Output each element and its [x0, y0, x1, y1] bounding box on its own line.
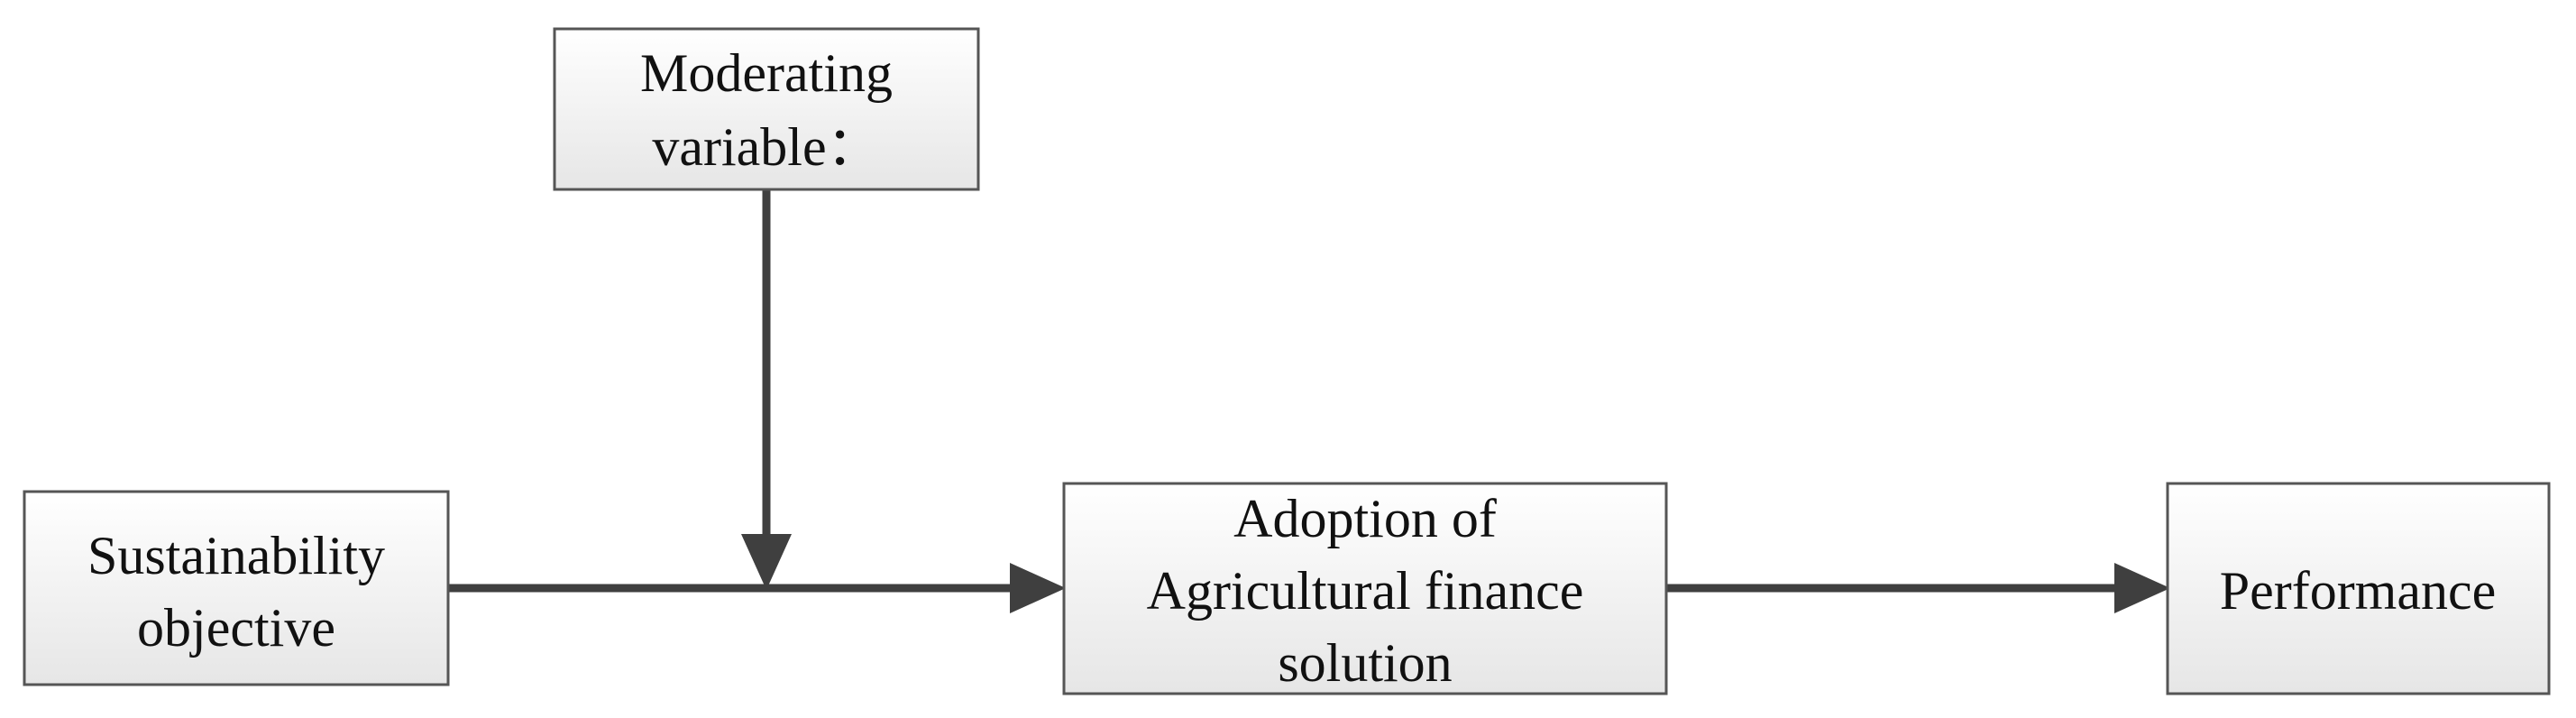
- node-box: [1062, 482, 1668, 695]
- edge-adoption-to-performance: [1666, 563, 2170, 613]
- node-label-line: Performance: [2220, 561, 2497, 621]
- node-moderating-variable: Moderating variable：: [553, 27, 980, 191]
- node-label-line: variable：: [652, 117, 880, 177]
- node-label-line: solution: [1278, 633, 1452, 693]
- arrowhead-right-icon: [1010, 563, 1066, 613]
- edge-moderator-to-path: [741, 189, 792, 590]
- arrowhead-right-icon: [2114, 563, 2170, 613]
- edge-sustainability-to-adoption: [448, 563, 1066, 613]
- node-performance: Performance: [2166, 482, 2551, 695]
- node-box: [553, 27, 980, 191]
- node-label-line: Moderating: [640, 43, 893, 103]
- node-box: [2166, 482, 2551, 695]
- node-adoption-of-agricultural-finance-solution: Adoption of Agricultural finance solutio…: [1062, 482, 1668, 695]
- node-box: [23, 490, 450, 686]
- node-label-line: Sustainability: [87, 526, 385, 585]
- node-sustainability-objective: Sustainability objective: [23, 490, 450, 686]
- node-label-line: objective: [137, 598, 335, 658]
- node-label-line: Adoption of: [1233, 489, 1497, 548]
- arrowhead-down-icon: [741, 534, 792, 590]
- node-label-line: Agricultural finance: [1147, 561, 1584, 621]
